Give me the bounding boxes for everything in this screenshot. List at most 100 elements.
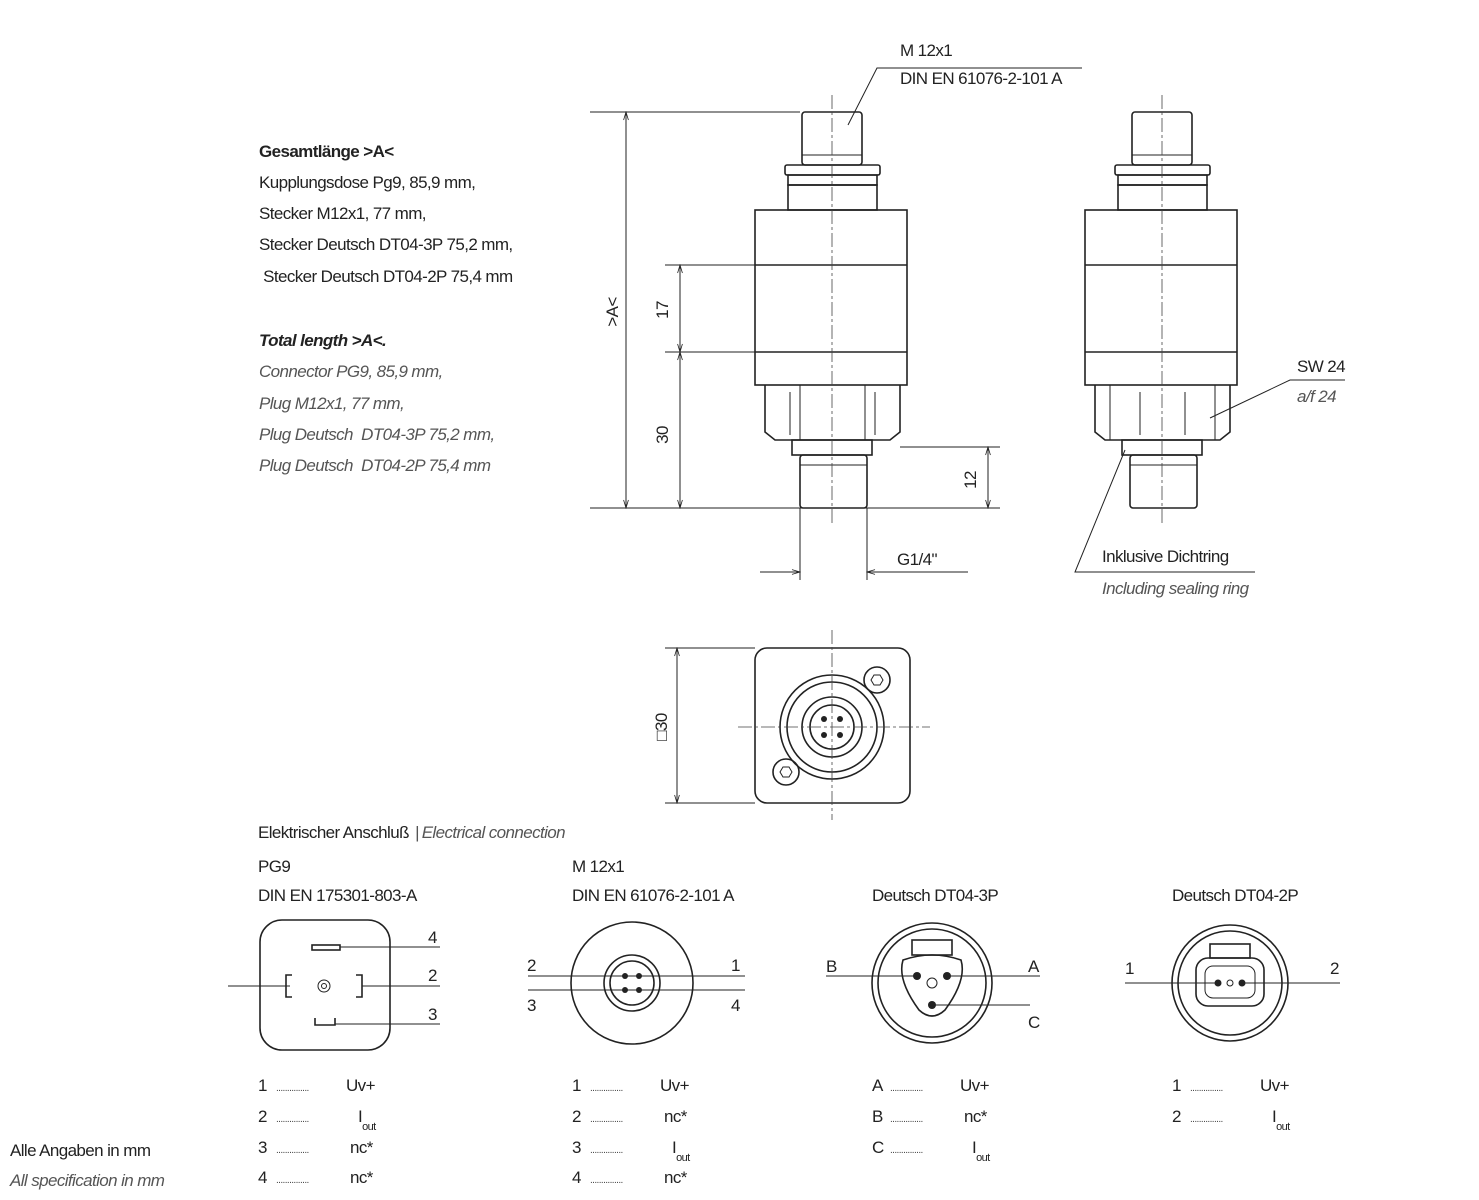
pin-row: A............... Uv+ <box>872 1076 990 1095</box>
pin-row: 4............... nc* <box>572 1168 688 1187</box>
pin-label: 4 <box>428 928 437 947</box>
pin-label: 2 <box>428 966 437 985</box>
pin-number: C <box>872 1138 884 1157</box>
pin-signal: Uv+ <box>960 1076 990 1095</box>
electrical-header: Elektrischer Anschluß|Electrical connect… <box>258 823 565 842</box>
sensor-top-view: □30 <box>652 630 930 820</box>
pin-signal: nc* <box>664 1107 688 1126</box>
connector-dt04-2p: Deutsch DT04-2P 1 2 <box>1125 886 1340 1042</box>
pin-number: 1 <box>258 1076 267 1095</box>
pin-row: 3............... Iout <box>572 1138 690 1164</box>
dimensions: >A< 17 30 12 G1/4" <box>590 112 1000 580</box>
pin-label: 3 <box>428 1005 437 1024</box>
pin-number: 3 <box>572 1138 581 1157</box>
connector-name: PG9 <box>258 857 290 876</box>
connector-name: Deutsch DT04-3P <box>872 886 998 905</box>
length-title-en: Total length >A<. <box>259 331 386 350</box>
standard-label: DIN EN 61076-2-101 A <box>900 69 1063 88</box>
footer-note: Alle Angaben in mm <box>10 1141 151 1160</box>
connector-standard: DIN EN 61076-2-101 A <box>572 886 735 905</box>
pin-row: 2...............Iout <box>1172 1107 1290 1133</box>
sensor-side-view <box>1084 95 1238 525</box>
pin-label: 1 <box>1125 959 1134 978</box>
leader-dots: ............... <box>276 1175 309 1186</box>
pin-number: 2 <box>258 1107 267 1126</box>
pin-signal: I <box>972 1138 976 1157</box>
pin-tables: 1...............Uv+2...............Iout3… <box>258 1076 1291 1187</box>
pin-row: B...............nc* <box>872 1107 988 1126</box>
pin-row: 1...............Uv+ <box>572 1076 690 1095</box>
footer-note-en: All specification in mm <box>9 1171 165 1190</box>
pin-number: 2 <box>572 1107 581 1126</box>
pin-signal: I <box>1272 1107 1276 1126</box>
length-line: Connector PG9, 85,9 mm, <box>259 362 443 381</box>
pin-signal: I <box>672 1138 676 1157</box>
leader-line <box>847 67 1082 126</box>
length-title-de: Gesamtlänge >A< <box>259 142 394 161</box>
seal-label: Inklusive Dichtring <box>1102 547 1229 566</box>
thread-label: M 12x1 <box>900 41 952 60</box>
connector-standard: DIN EN 175301-803-A <box>258 886 418 905</box>
length-line: Plug Deutsch DT04-3P 75,2 mm, <box>259 425 495 444</box>
connector-pg9: PG9 DIN EN 175301-803-A 4 2 3 <box>228 857 440 1051</box>
length-line: Stecker Deutsch DT04-2P 75,4 mm <box>259 267 513 286</box>
pin-row: 1............... Uv+ <box>1172 1076 1290 1095</box>
wrench-size: SW 24 <box>1297 357 1345 376</box>
pin-row: 2............... nc* <box>572 1107 688 1126</box>
pin-number: A <box>872 1076 884 1095</box>
leader-line <box>1209 379 1345 419</box>
leader-dots: ............... <box>590 1175 623 1186</box>
pin-number: 4 <box>258 1168 267 1187</box>
length-line: Plug Deutsch DT04-2P 75,4 mm <box>259 456 491 475</box>
length-note-en: Total length >A<. Connector PG9, 85,9 mm… <box>259 331 495 475</box>
dim-A: >A< <box>603 297 622 327</box>
pin-label: 3 <box>527 996 536 1015</box>
pin-row: 1............... Uv+ <box>258 1076 376 1095</box>
leader-dots: ............... <box>590 1114 623 1125</box>
connector-name: M 12x1 <box>572 857 624 876</box>
sensor-front-view <box>754 95 908 525</box>
dim-12: 12 <box>961 471 980 489</box>
length-line: Plug M12x1, 77 mm, <box>259 394 404 413</box>
pin-signal-subscript: out <box>1276 1121 1290 1133</box>
leader-dots: ............... <box>1190 1083 1223 1094</box>
leader-dots: ............... <box>1190 1114 1223 1125</box>
length-line: Stecker Deutsch DT04-3P 75,2 mm, <box>259 235 513 254</box>
dim-thread: G1/4" <box>897 550 937 569</box>
pin-number: B <box>872 1107 883 1126</box>
leader-dots: ............... <box>890 1083 923 1094</box>
pin-label: 2 <box>527 956 536 975</box>
pin-label: C <box>1028 1013 1040 1032</box>
pin-signal: nc* <box>350 1168 374 1187</box>
pin-signal: nc* <box>664 1168 688 1187</box>
pin-signal: Uv+ <box>346 1076 376 1095</box>
pin-signal: Uv+ <box>660 1076 690 1095</box>
pin-signal-subscript: out <box>676 1152 690 1164</box>
dim-17: 17 <box>653 301 672 319</box>
pin-number: 3 <box>258 1138 267 1157</box>
leader-dots: ............... <box>590 1145 623 1156</box>
pin-signal-subscript: out <box>976 1152 990 1164</box>
pin-row: 4............... nc* <box>258 1168 374 1187</box>
pin-signal-subscript: out <box>362 1121 376 1133</box>
dim-30: 30 <box>653 426 672 444</box>
length-note-de: Gesamtlänge >A< Kupplungsdose Pg9, 85,9 … <box>259 142 514 286</box>
pin-signal: Uv+ <box>1260 1076 1290 1095</box>
length-line: Kupplungsdose Pg9, 85,9 mm, <box>259 173 475 192</box>
pin-label: A <box>1028 957 1040 976</box>
pin-signal: I <box>358 1107 362 1126</box>
pin-label: B <box>826 957 837 976</box>
leader-dots: ............... <box>276 1114 309 1125</box>
dim-square: □30 <box>652 713 671 741</box>
pin-row: 3...............nc* <box>258 1138 374 1157</box>
connector-name: Deutsch DT04-2P <box>1172 886 1298 905</box>
length-line: Stecker M12x1, 77 mm, <box>259 204 426 223</box>
leader-dots: ............... <box>890 1145 923 1156</box>
pin-number: 4 <box>572 1168 581 1187</box>
connector-m12: M 12x1 DIN EN 61076-2-101 A 2 1 3 4 <box>527 857 745 1045</box>
pin-number: 1 <box>572 1076 581 1095</box>
leader-dots: ............... <box>890 1114 923 1125</box>
leader-dots: ............... <box>276 1083 309 1094</box>
pin-number: 1 <box>1172 1076 1181 1095</box>
